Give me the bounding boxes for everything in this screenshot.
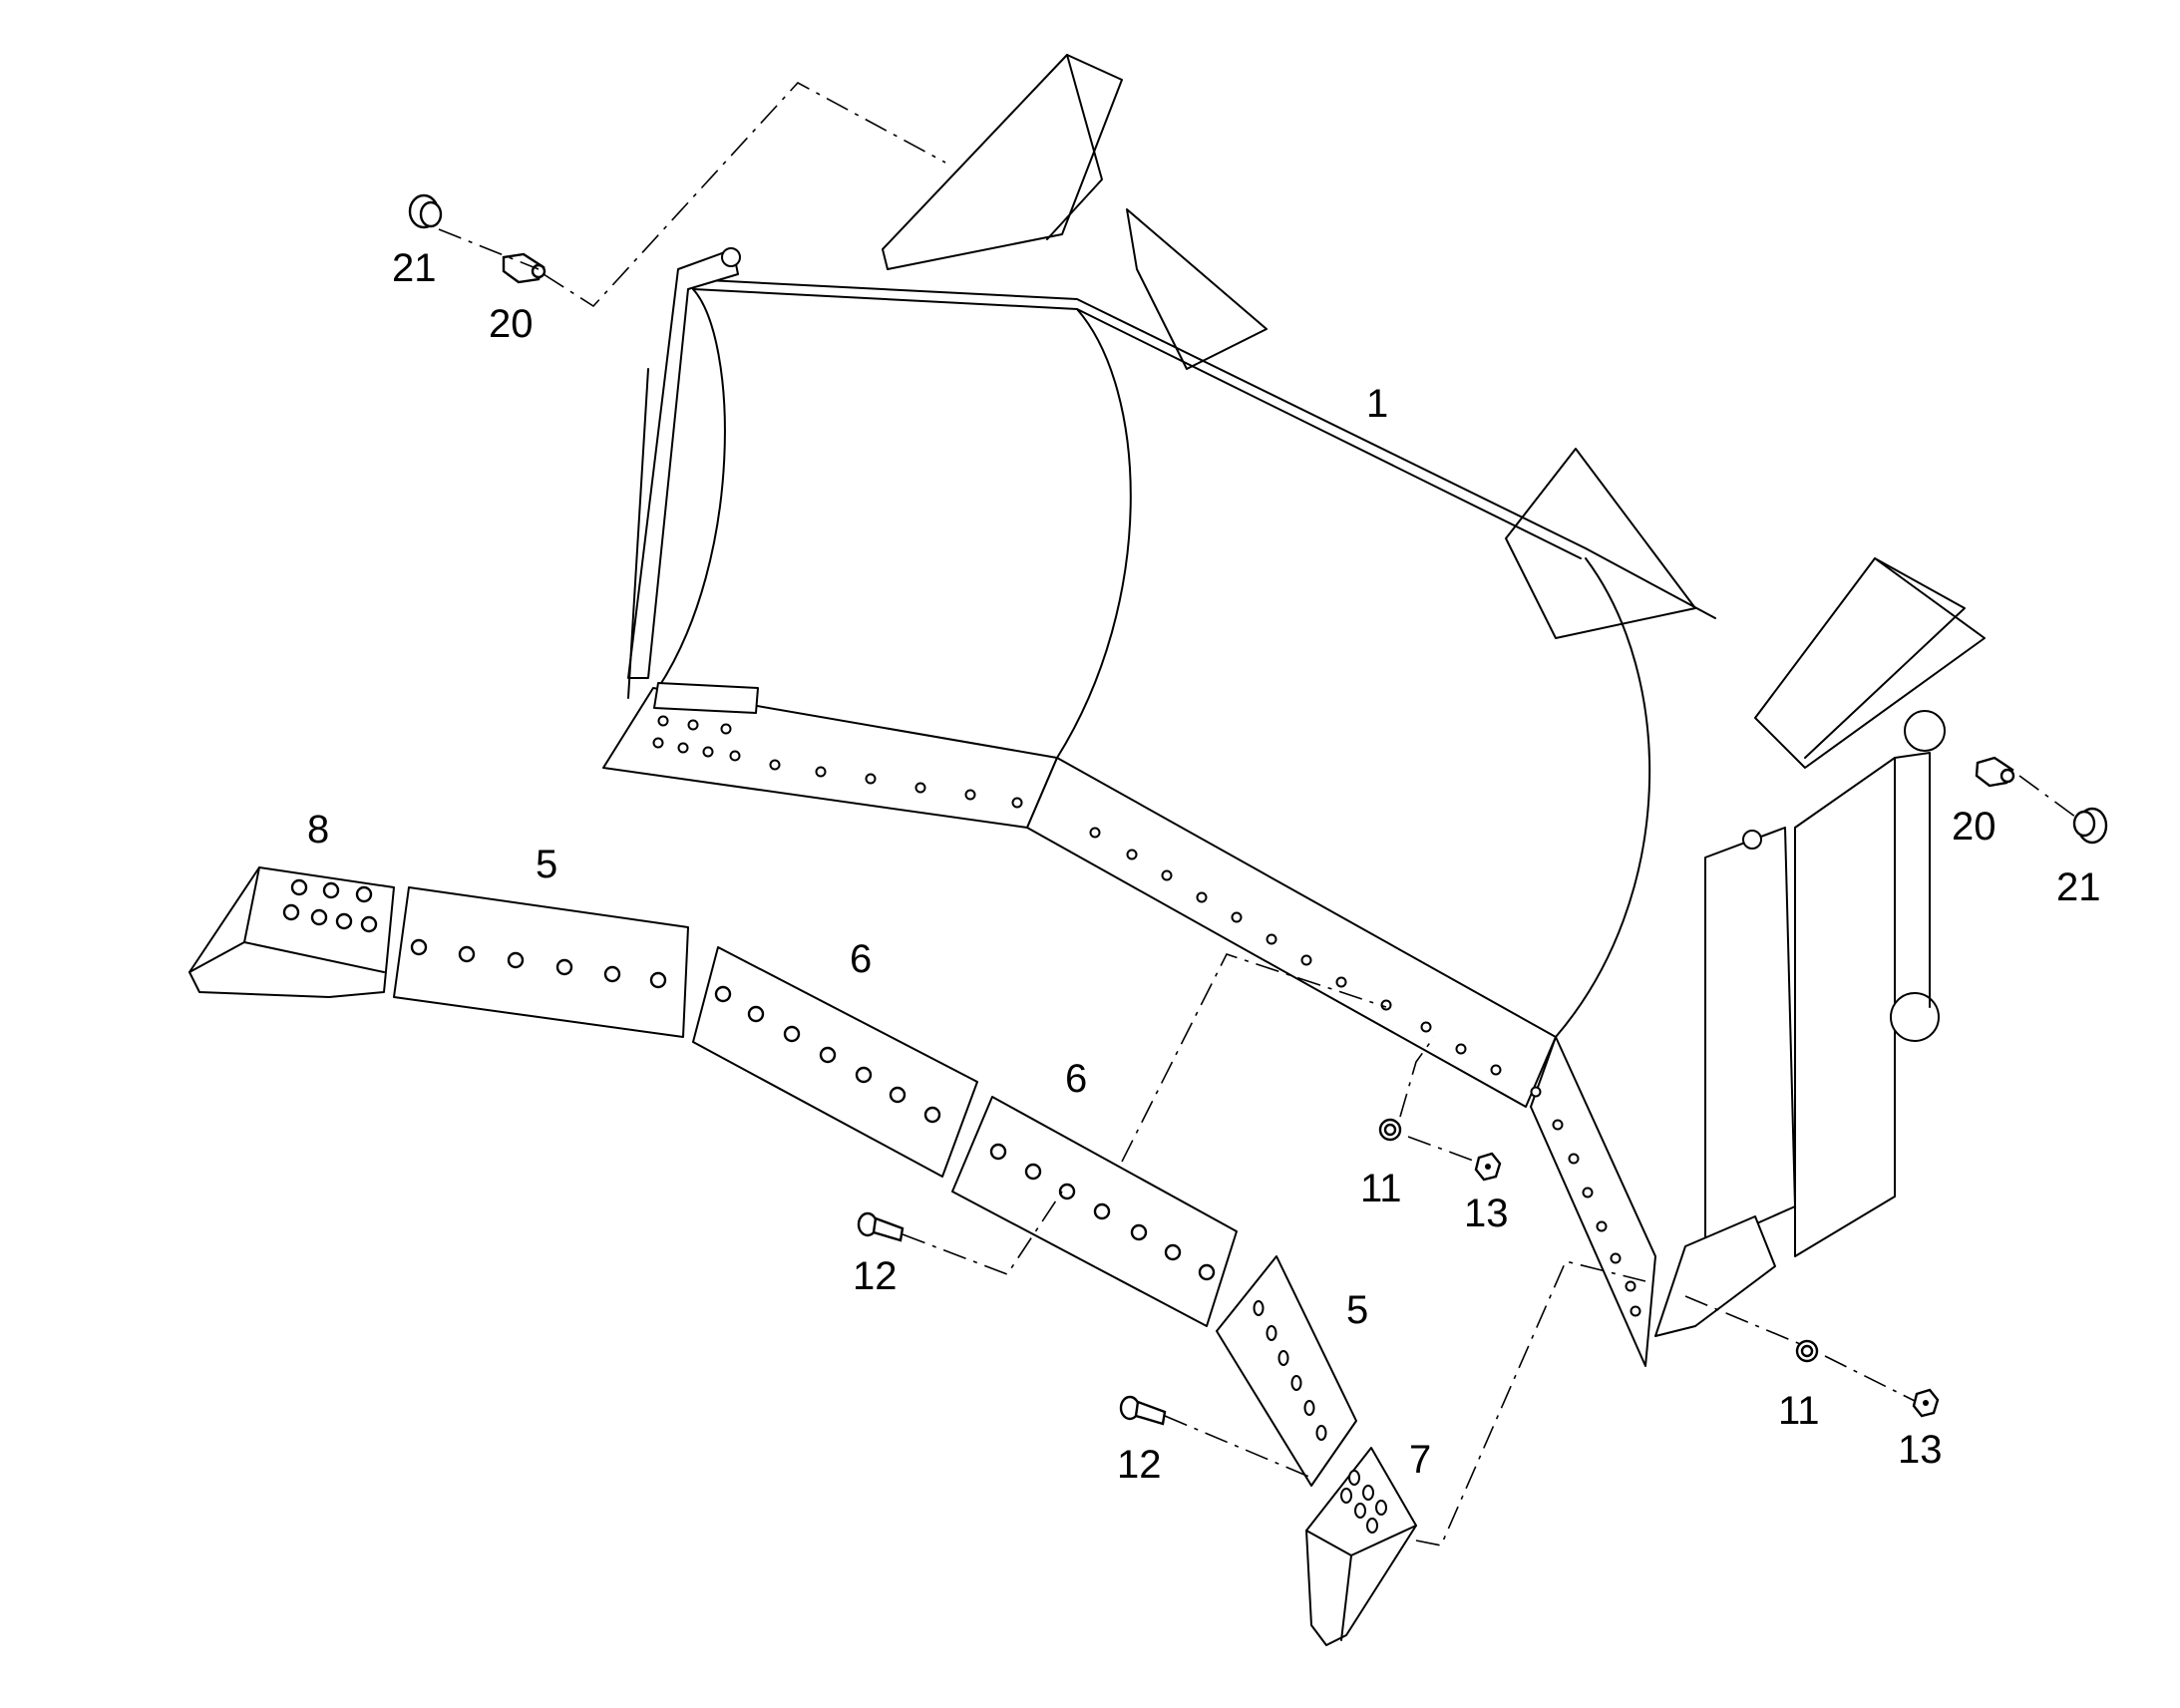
washer-11-right xyxy=(1795,1339,1819,1363)
washer-11-center xyxy=(1378,1118,1402,1142)
callout-labels: 1 8 5 6 6 5 7 21 20 20 21 11 13 11 13 12… xyxy=(307,246,2101,1487)
callout-7: 7 xyxy=(1409,1438,1431,1482)
callout-20-left: 20 xyxy=(489,302,534,346)
callout-12-lower: 12 xyxy=(1117,1443,1162,1487)
callout-13-right: 13 xyxy=(1898,1428,1943,1472)
fastener-20-left xyxy=(502,252,546,284)
fastener-21-left xyxy=(408,193,443,229)
callout-5-right: 5 xyxy=(1346,1288,1368,1332)
callout-1: 1 xyxy=(1366,382,1388,426)
cutting-edge-5-right xyxy=(1216,1255,1357,1487)
bolt-12-lower xyxy=(1119,1395,1167,1426)
callout-21-left: 21 xyxy=(392,246,437,290)
callout-8: 8 xyxy=(307,808,329,852)
dozer-blade xyxy=(602,54,1986,1367)
cutting-edge-5-left xyxy=(393,886,689,1038)
callout-20-right: 20 xyxy=(1952,805,1997,849)
blade-bolt-holes xyxy=(652,715,1641,1317)
callout-11-center: 11 xyxy=(1360,1167,1402,1210)
cutting-edge-6-second xyxy=(951,1096,1238,1327)
bolt-12-upper xyxy=(857,1211,905,1242)
fastener-21-right xyxy=(2072,807,2108,845)
callout-6-second: 6 xyxy=(1065,1057,1087,1101)
callout-6-first: 6 xyxy=(850,937,872,981)
leader-lines xyxy=(438,81,2080,1546)
end-bit-right-7 xyxy=(1305,1447,1417,1646)
callout-13-center: 13 xyxy=(1464,1192,1509,1235)
cutting-edge-6-first xyxy=(692,946,978,1178)
callout-11-right: 11 xyxy=(1778,1389,1820,1433)
callout-5-left: 5 xyxy=(536,843,557,886)
callout-12-upper: 12 xyxy=(853,1254,898,1298)
end-bit-left-8 xyxy=(188,866,395,998)
nut-13-right xyxy=(1912,1388,1940,1418)
nut-13-center xyxy=(1474,1152,1502,1182)
callout-21-right: 21 xyxy=(2056,865,2101,909)
fastener-20-right xyxy=(1975,756,2015,788)
